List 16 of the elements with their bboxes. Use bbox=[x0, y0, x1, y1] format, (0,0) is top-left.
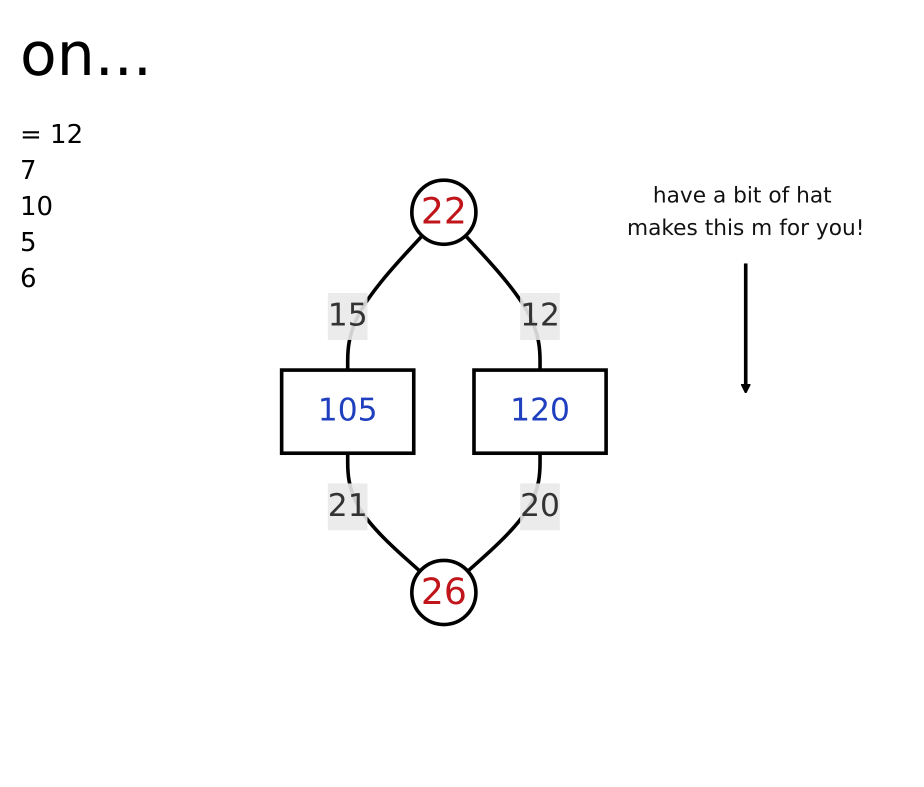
node-circle: 22 bbox=[410, 178, 478, 246]
edge-label: 12 bbox=[520, 298, 560, 334]
number-label: 5 bbox=[20, 228, 38, 258]
number-label: = 12 bbox=[20, 120, 84, 150]
edge-label: 15 bbox=[328, 298, 368, 334]
arrow bbox=[740, 263, 752, 394]
slide-title: on... bbox=[20, 20, 153, 90]
edge-label: 21 bbox=[328, 488, 368, 525]
node-circle: 26 bbox=[410, 559, 478, 627]
number-label: 7 bbox=[20, 156, 38, 186]
node-box: 105 bbox=[280, 368, 416, 456]
edge-label: 20 bbox=[520, 488, 560, 525]
number-label: 6 bbox=[20, 264, 38, 294]
node-box: 120 bbox=[472, 368, 608, 456]
node-text: have a bit of hat makes this m for you! bbox=[626, 184, 864, 242]
number-label: 10 bbox=[20, 192, 54, 222]
